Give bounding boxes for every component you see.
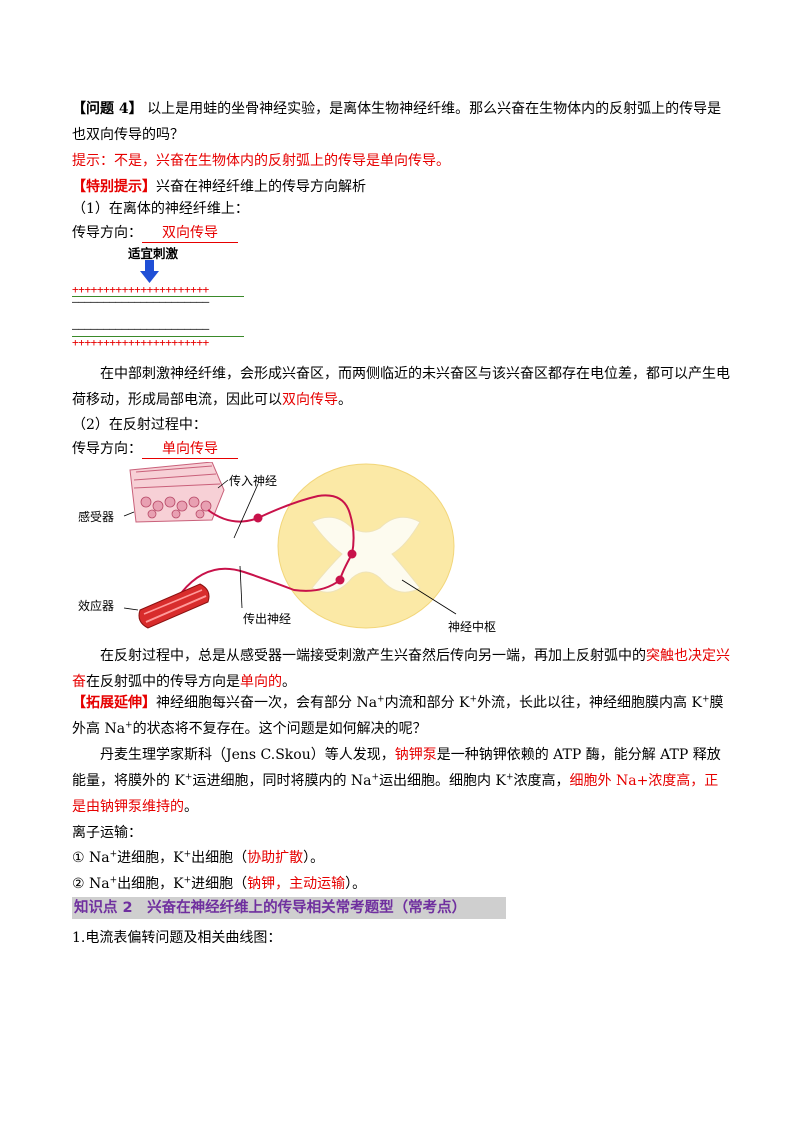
direction-answer: 单向传导 (142, 440, 238, 459)
ion-transport-title: 离子运输： (72, 825, 142, 841)
paragraph-sodium-pump: 丹麦生理学家斯科（Jens C.Skou）等人发现，钠钾泵是一种钠钾依赖的 AT… (72, 747, 721, 815)
question-text: 以上是用蛙的坐骨神经实验，是离体生物神经纤维。那么兴奋在生物体内的反射弧上的传导… (72, 101, 722, 143)
hint-line: 提示：不是，兴奋在生物体内的反射弧上的传导是单向传导。 (72, 153, 450, 169)
special-tip-text: 兴奋在神经纤维上的传导方向解析 (156, 179, 366, 195)
label-afferent: 传入神经 (229, 474, 278, 488)
paragraph-unidirectional: 在反射过程中，总是从感受器一端接受刺激产生兴奋然后传向另一端，再加上反射弧中的突… (72, 648, 730, 690)
stimulus-label: 适宜刺激 (128, 246, 179, 261)
membrane-line (72, 336, 244, 337)
label-effector: 效应器 (78, 599, 115, 613)
membrane-outer-top: ++++++++++++++++++++++ (72, 284, 209, 296)
label-receptor: 感受器 (78, 510, 115, 524)
paragraph-bidirectional: 在中部刺激神经纤维，会形成兴奋区，而两侧临近的未兴奋区与该兴奋区都存在电位差，都… (72, 366, 730, 408)
effector-muscle (138, 583, 210, 629)
extension-label: 【拓展延伸】 (72, 695, 156, 711)
ion-transport-line-1: ① Na+进细胞，K+出细胞（协助扩散）。 (72, 849, 325, 866)
direction-answer: 双向传导 (142, 224, 238, 243)
receptor-tissue (129, 462, 225, 523)
extension-block: 【拓展延伸】神经细胞每兴奋一次，会有部分 Na+内流和部分 K+外流，长此以往，… (72, 694, 724, 737)
direction-label: 传导方向： (72, 225, 142, 241)
section-1-title: （1）在离体的神经纤维上： (72, 201, 249, 217)
direction-label: 传导方向： (72, 441, 142, 457)
section-2-title: （2）在反射过程中： (72, 417, 207, 433)
membrane-outer-bottom: ++++++++++++++++++++++ (72, 337, 209, 349)
reflex-arc-diagram (123, 462, 457, 629)
ion-transport-line-2: ② Na+出细胞，K+进细胞（钠钾，主动运输）。 (72, 875, 367, 892)
membrane-inner-bottom: –––––––––––––––––––––– (72, 323, 209, 335)
section-2-direction: 传导方向：单向传导 (72, 436, 732, 462)
stimulus-arrow-icon (140, 260, 159, 283)
question-4: 【问题 4】 以上是用蛙的坐骨神经实验，是离体生物神经纤维。那么兴奋在生物体内的… (72, 96, 732, 148)
label-center: 神经中枢 (448, 620, 497, 634)
question-label: 【问题 4】 (72, 101, 143, 117)
section-1-direction: 传导方向：双向传导 (72, 220, 732, 246)
membrane-inner-top: –––––––––––––––––––––– (72, 296, 209, 308)
knowledge-point-2-heading: 知识点 2 兴奋在神经纤维上的传导相关常考题型（常考点） (72, 897, 506, 919)
membrane-line (72, 296, 244, 297)
item-1: 1.电流表偏转问题及相关曲线图： (72, 930, 282, 946)
label-efferent: 传出神经 (243, 612, 292, 626)
special-tip-label: 【特别提示】 (72, 179, 156, 195)
special-tip: 【特别提示】兴奋在神经纤维上的传导方向解析 (72, 174, 732, 200)
